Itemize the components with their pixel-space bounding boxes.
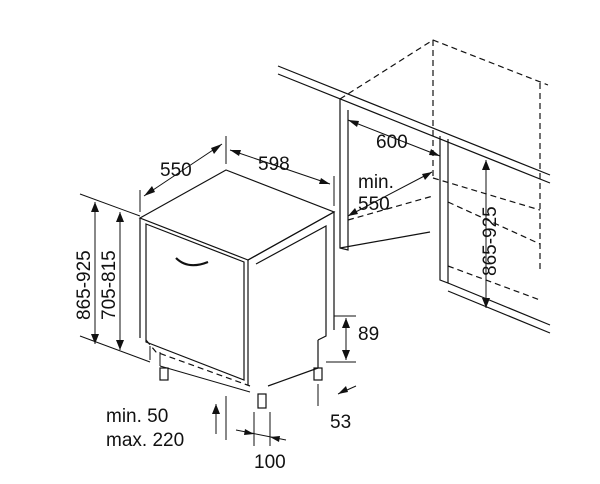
side-face <box>247 210 335 330</box>
label-depth: 550 <box>160 160 192 181</box>
foot-back-right <box>313 367 323 381</box>
label-door-height: 705-815 <box>99 250 120 320</box>
arrow-865r-b <box>482 298 490 308</box>
niche-left-floor-dashed <box>347 195 434 221</box>
door-panel <box>145 223 245 381</box>
plinth-bottom <box>159 365 251 393</box>
label-niche-depth-value: 550 <box>358 194 390 215</box>
label-niche-width: 600 <box>376 132 408 153</box>
dim-550 <box>143 143 223 197</box>
arrow-100-b <box>270 436 280 442</box>
niche-top-dashed <box>339 39 549 100</box>
label-foot-offset: 100 <box>254 452 286 473</box>
side-inner <box>255 224 327 341</box>
arrow-865r-a <box>482 160 490 170</box>
left-cabinet-panel <box>339 99 349 251</box>
label-niche-depth-min: min. <box>358 172 394 193</box>
arrow-865-a <box>91 202 99 212</box>
dim-600 <box>347 119 441 157</box>
dim-min550 <box>347 171 433 217</box>
countertop-bottom-edge <box>277 73 551 184</box>
arrow-89-a <box>342 318 350 328</box>
ext-865-bottom <box>79 335 151 363</box>
arrow-100-a <box>244 429 254 435</box>
dimension-labels: 550 598 600 min. 550 865-925 705-815 865… <box>74 132 501 473</box>
arrow-feet-a <box>212 404 220 414</box>
label-plinth-depth: 53 <box>330 412 351 433</box>
plinth-dashed <box>145 339 251 387</box>
left-cabinet-floor-edge <box>339 231 431 249</box>
dishwasher-top <box>138 169 336 261</box>
arrow-53 <box>338 386 348 394</box>
arrow-min550-a <box>348 208 358 216</box>
door-handle-icon <box>175 257 209 267</box>
arrow-min550-b <box>422 172 432 180</box>
arrow-598-a <box>230 150 241 156</box>
arrow-598-b <box>319 178 330 184</box>
dishwasher <box>138 169 336 409</box>
floor-line-right <box>447 290 551 334</box>
label-feet-max: max. 220 <box>106 430 184 451</box>
arrow-550-a <box>144 186 155 196</box>
foot-front-right <box>257 393 267 409</box>
arrow-705-b <box>116 340 124 350</box>
arrow-550-b <box>211 144 222 154</box>
right-cabinet-floor-edge <box>447 282 551 326</box>
ext-865-top <box>79 193 141 217</box>
label-plinth-height: 89 <box>358 324 379 345</box>
countertop-top-edge <box>277 65 551 176</box>
dimension-lines <box>79 119 490 446</box>
right-cabinet-panel <box>439 136 449 284</box>
arrow-89-b <box>342 350 350 360</box>
arrow-865-b <box>91 334 99 344</box>
arrow-600-a <box>348 120 359 127</box>
label-niche-height: 865-925 <box>480 206 501 276</box>
base-right-edge <box>267 367 319 387</box>
arrow-705-a <box>116 212 124 222</box>
niche-floor-dashed-2 <box>447 265 541 301</box>
niche-floor-dashed <box>447 201 541 245</box>
arrow-600-b <box>429 149 440 156</box>
foot-front-left <box>159 367 169 381</box>
label-overall-height: 865-925 <box>74 250 95 320</box>
label-feet-min: min. 50 <box>106 406 168 427</box>
dim-598 <box>229 149 331 185</box>
cabinet-niche <box>277 39 551 334</box>
label-width: 598 <box>258 154 290 175</box>
